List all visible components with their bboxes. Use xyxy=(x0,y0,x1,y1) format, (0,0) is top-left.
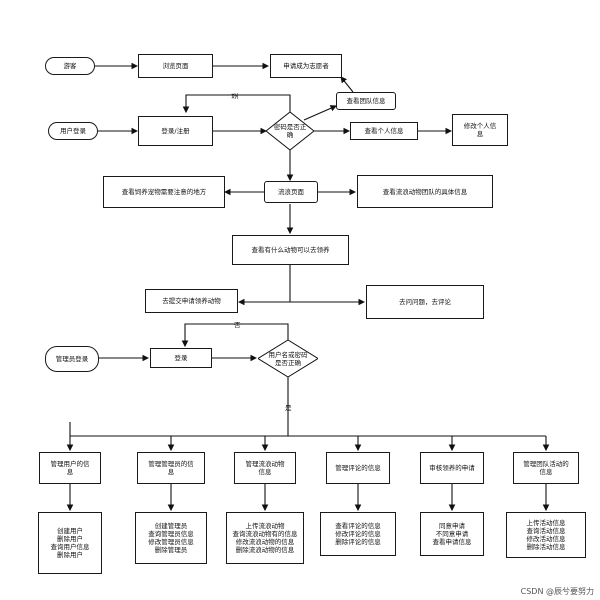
admin-action-item: 删除流浪动物的信息 xyxy=(235,546,295,554)
node-apply-volunteer-label: 申请成为志愿者 xyxy=(283,62,329,70)
node-login: 登录 xyxy=(150,348,212,368)
node-username-pwd-check-shape xyxy=(258,340,318,377)
node-edit-personal-info-line2: 息 xyxy=(476,130,484,138)
admin-module-stray-animals: 管理流浪动物 信息 xyxy=(234,452,296,484)
edge-diamond-no-loop xyxy=(182,94,291,114)
admin-actions-users: 创建用户 删除用户 查询用户信息 删除用户 xyxy=(38,512,102,574)
admin-action-item: 修改评论的信息 xyxy=(335,530,381,538)
admin-module-comments: 管理评论的信息 xyxy=(326,452,390,484)
node-stray-team-info: 查看流浪动物团队的具体信息 xyxy=(357,175,493,208)
admin-module-team-activities-title-1: 管理团队活动的 xyxy=(523,460,569,468)
admin-action-item: 查询用户信息 xyxy=(50,543,90,551)
node-qa-comment-label: 去问问题，去评论 xyxy=(399,298,451,306)
node-pwd-check-line1: 密码是否正 xyxy=(273,123,307,131)
node-username-pwd-check: 用户名或密码 是否正确 xyxy=(258,340,318,377)
node-login-register: 登录/注册 xyxy=(138,116,213,146)
admin-action-item: 创建管理员 xyxy=(154,522,188,530)
edge-check-no-loop xyxy=(181,323,289,348)
node-pwd-check-line2: 确 xyxy=(286,131,294,139)
node-view-personal-info: 查看个人信息 xyxy=(350,122,418,140)
admin-actions-adoption-review: 同意申请 不同意申请 查看申请信息 xyxy=(420,512,484,556)
node-pet-care-notes-label: 查看饲养宠物需要注意的地方 xyxy=(121,188,207,196)
edge-diamond-teaminfo xyxy=(303,105,338,121)
admin-action-item: 删除评论的信息 xyxy=(335,538,381,546)
node-user-login: 用户登录 xyxy=(48,122,98,140)
admin-action-item: 上传活动信息 xyxy=(526,519,566,527)
admin-module-adoption-review: 审核领养的申请 xyxy=(420,452,484,484)
admin-action-item: 删除用户 xyxy=(57,551,83,559)
admin-module-admins: 管理管理员的信 息 xyxy=(137,452,205,484)
node-pet-care-notes: 查看饲养宠物需要注意的地方 xyxy=(103,176,225,208)
watermark: CSDN @辰兮要努力 xyxy=(520,587,594,596)
node-visitor: 游客 xyxy=(45,57,95,75)
admin-action-item: 上传流浪动物 xyxy=(245,522,285,530)
node-stray-page: 流浪页面 xyxy=(264,181,318,203)
node-pwd-check: 密码是否正 确 xyxy=(266,112,314,150)
node-apply-volunteer: 申请成为志愿者 xyxy=(270,54,342,78)
admin-action-item: 修改流浪动物的信息 xyxy=(235,538,295,546)
node-login-register-label: 登录/注册 xyxy=(161,127,190,135)
node-edit-personal-info-line1: 修改个人信 xyxy=(463,122,497,130)
node-edit-personal-info: 修改个人信 息 xyxy=(452,114,508,146)
node-view-personal-info-label: 查看个人信息 xyxy=(364,127,404,135)
admin-action-item: 查询活动信息 xyxy=(526,527,566,535)
admin-action-item: 修改活动信息 xyxy=(526,535,566,543)
admin-action-item: 删除管理员 xyxy=(154,546,188,554)
admin-module-stray-animals-title-1: 管理流浪动物 xyxy=(245,460,285,468)
admin-action-item: 查看申请信息 xyxy=(432,538,472,546)
admin-module-stray-animals-title-2: 信息 xyxy=(258,468,272,476)
admin-module-adoption-review-title-1: 审核领养的申请 xyxy=(429,464,475,472)
node-admin-login-label: 管理员登录 xyxy=(55,355,89,363)
edge-label-no-admin: 否 xyxy=(234,321,241,329)
node-browse-page-label: 浏览页面 xyxy=(162,62,189,70)
admin-module-users-title-1: 管理用户的信 xyxy=(50,460,90,468)
admin-actions-admins: 创建管理员 查询管理员信息 修改管理员信息 删除管理员 xyxy=(135,512,207,564)
node-stray-page-label: 流浪页面 xyxy=(278,188,304,196)
admin-action-item: 删除用户 xyxy=(57,535,83,543)
admin-module-users-title-2: 息 xyxy=(66,468,74,476)
node-qa-comment: 去问问题，去评论 xyxy=(366,285,484,319)
admin-action-item: 查询管理员信息 xyxy=(148,530,194,538)
node-username-pwd-check-line2: 是否正确 xyxy=(275,358,301,367)
node-submit-adoption: 去提交申请领养动物 xyxy=(145,289,238,313)
node-admin-login: 管理员登录 xyxy=(45,346,99,372)
admin-module-admins-title-2: 息 xyxy=(167,468,175,476)
admin-actions-team-activities: 上传活动信息 查询活动信息 修改活动信息 删除活动信息 xyxy=(506,512,586,558)
admin-action-item: 修改管理员信息 xyxy=(148,538,194,546)
edge-label-yes-admin: 是 xyxy=(285,404,292,412)
node-pwd-check-shape xyxy=(266,112,314,150)
admin-action-item: 查询流浪动物有的信息 xyxy=(232,530,298,538)
node-stray-team-info-label: 查看流浪动物团队的具体信息 xyxy=(382,187,468,196)
node-user-login-label: 用户登录 xyxy=(60,127,86,135)
node-submit-adoption-label: 去提交申请领养动物 xyxy=(162,297,221,305)
edge-teaminfo-apply xyxy=(340,76,354,93)
admin-action-item: 不同意申请 xyxy=(435,530,469,538)
admin-module-team-activities: 管理团队活动的 信息 xyxy=(513,452,579,484)
admin-action-item: 同意申请 xyxy=(439,522,465,530)
admin-action-item: 查看评论的信息 xyxy=(335,522,381,530)
node-view-adoptable-label: 查看有什么动物可以去领养 xyxy=(251,246,330,254)
admin-action-item: 删除活动信息 xyxy=(526,543,566,551)
node-view-team-info-label: 查看团队信息 xyxy=(346,97,386,105)
admin-actions-stray-animals: 上传流浪动物 查询流浪动物有的信息 修改流浪动物的信息 删除流浪动物的信息 xyxy=(226,512,304,564)
node-browse-page: 浏览页面 xyxy=(138,54,213,78)
edge-label-no-top: 否 xyxy=(230,92,239,100)
node-visitor-label: 游客 xyxy=(63,62,77,70)
admin-module-admins-title-1: 管理管理员的信 xyxy=(148,460,194,468)
node-view-adoptable: 查看有什么动物可以去领养 xyxy=(232,235,349,265)
admin-module-users: 管理用户的信 息 xyxy=(39,452,101,484)
admin-module-comments-title-1: 管理评论的信息 xyxy=(335,464,381,472)
node-view-team-info: 查看团队信息 xyxy=(336,92,396,110)
admin-module-team-activities-title-2: 信息 xyxy=(539,468,553,476)
admin-actions-comments: 查看评论的信息 修改评论的信息 删除评论的信息 xyxy=(320,512,396,556)
admin-action-item: 创建用户 xyxy=(57,527,83,535)
node-login-label: 登录 xyxy=(174,354,188,362)
node-username-pwd-check-line1: 用户名或密码 xyxy=(268,350,308,359)
